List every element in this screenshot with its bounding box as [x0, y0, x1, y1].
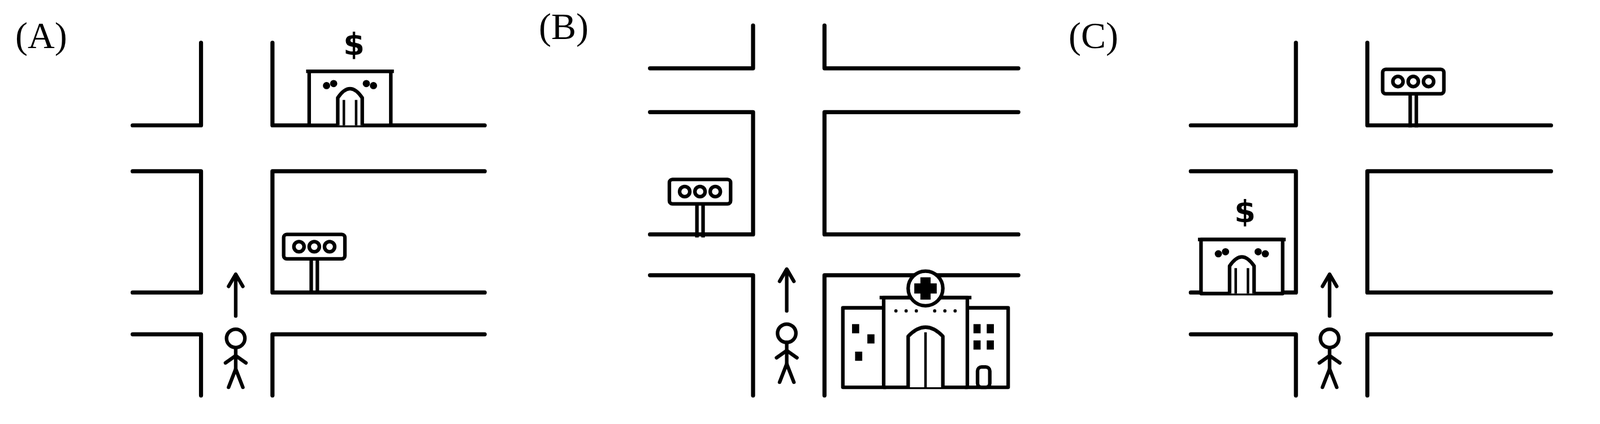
dollar-sign: $	[343, 29, 365, 60]
dollar-sign: $	[1234, 196, 1256, 228]
panel-label: (C)	[1068, 16, 1119, 55]
panel-label: (A)	[15, 16, 68, 55]
panel-label: (B)	[538, 7, 589, 46]
